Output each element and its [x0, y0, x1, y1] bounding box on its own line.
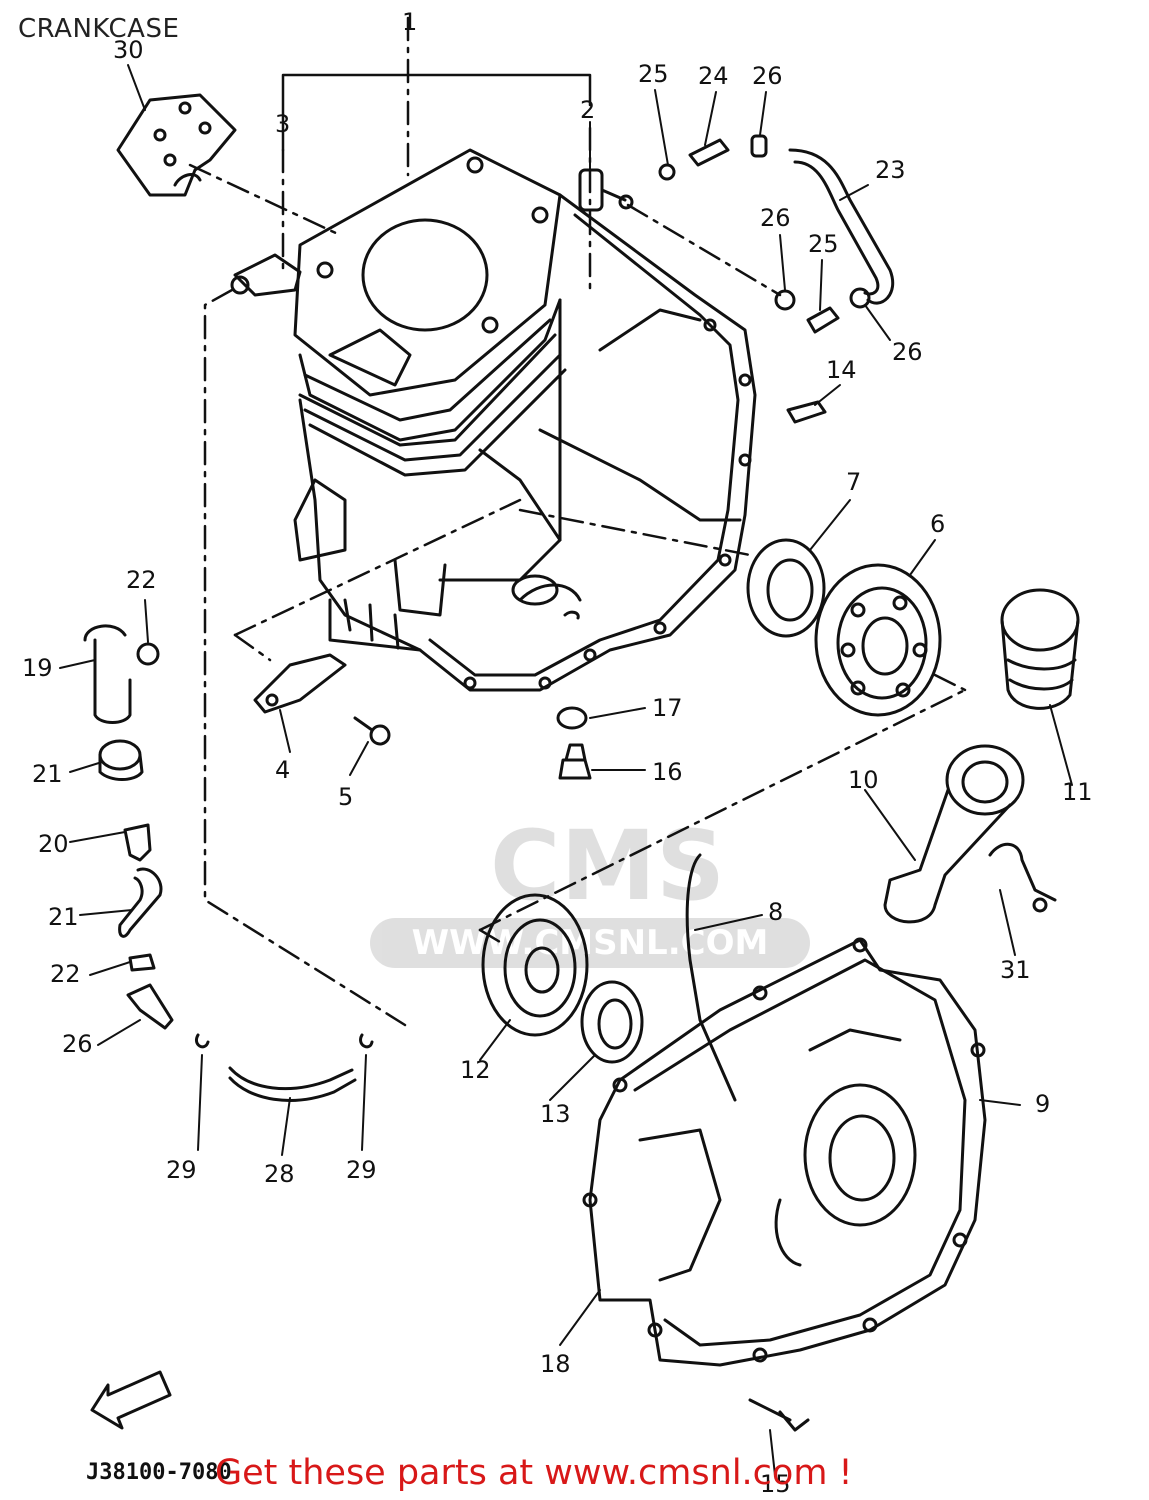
clip-29-right — [359, 1033, 374, 1049]
plate-4 — [253, 653, 347, 714]
dowel-pin-14 — [786, 400, 827, 424]
callout-24: 23 — [875, 156, 906, 184]
fitting-20 — [123, 823, 152, 862]
callout-18: 18 — [540, 1350, 571, 1378]
oil-seal-7 — [746, 538, 826, 638]
callout-25-b: 25 — [808, 230, 839, 258]
callout-26-a: 25 — [638, 60, 669, 88]
hose-28 — [228, 1066, 354, 1091]
fitting-27 — [126, 983, 174, 1030]
callout-30: 30 — [113, 36, 144, 64]
callout-3: 3 — [275, 110, 290, 138]
reference-lines — [188, 16, 967, 1027]
callout-26-b: 26 — [752, 62, 783, 90]
bearing-12 — [481, 893, 589, 1037]
nipple-2 — [578, 168, 634, 212]
hose-25-upper — [688, 138, 730, 167]
callout-1: 1 — [402, 8, 417, 36]
washer-17 — [556, 706, 588, 730]
dipstick-8 — [685, 853, 737, 1102]
callout-29-a: 29 — [166, 1156, 197, 1184]
promo-link-text[interactable]: Get these parts at www.cmsnl.com ! — [215, 1453, 853, 1493]
clip-22-lower — [128, 953, 156, 972]
crankcase-body — [293, 148, 757, 692]
callout-15: 15 — [760, 1470, 791, 1498]
crankcase-cover-9 — [582, 937, 987, 1367]
callout-31: 31 — [1000, 956, 1031, 984]
forward-arrow-icon — [90, 1370, 172, 1430]
callout-2: 2 — [580, 96, 595, 124]
callout-4: 4 — [275, 756, 290, 784]
document-code: J38100-7080 — [86, 1460, 232, 1485]
bolt-5 — [353, 716, 391, 746]
clip-31 — [988, 842, 1057, 913]
callout-6: 6 — [930, 510, 945, 538]
drain-plug-16 — [558, 743, 592, 780]
callout-labels: 30 1 3 2 25 24 26 23 26 25 26 14 7 6 11 … — [22, 8, 1093, 1498]
fitting-3 — [230, 253, 302, 297]
callout-12: 12 — [460, 1056, 491, 1084]
clip-22-upper — [136, 642, 160, 666]
callout-14: 14 — [826, 356, 857, 384]
callout-5: 5 — [338, 783, 353, 811]
callout-16: 16 — [652, 758, 683, 786]
callout-22-b: 22 — [50, 960, 81, 988]
breather-pipe-24 — [788, 148, 895, 305]
callout-29-b: 29 — [346, 1156, 377, 1184]
callout-25-a: 24 — [698, 62, 729, 90]
callout-26-d: 26 — [892, 338, 923, 366]
page-title: CRANKCASE — [18, 14, 180, 44]
hose-19 — [83, 624, 132, 724]
callout-8: 8 — [768, 898, 783, 926]
callout-21: 21 — [48, 903, 79, 931]
bolt-15 — [748, 1398, 810, 1432]
callout-28: 28 — [264, 1160, 295, 1188]
clip-29-left — [195, 1033, 210, 1049]
leader-lines — [59, 64, 1073, 1476]
clamp-23 — [98, 739, 144, 781]
callout-13: 13 — [540, 1100, 571, 1128]
hose-25-lower — [806, 306, 840, 334]
callout-23: 21 — [32, 760, 63, 788]
oil-seal-13 — [580, 980, 644, 1064]
callout-20: 20 — [38, 830, 69, 858]
callout-7: 7 — [846, 468, 861, 496]
callout-17: 17 — [652, 694, 683, 722]
bearing-6 — [814, 563, 942, 717]
callout-26-c: 26 — [760, 204, 791, 232]
callout-9: 9 — [1035, 1090, 1050, 1118]
callout-11: 11 — [1062, 778, 1093, 806]
callout-10: 10 — [848, 766, 879, 794]
hose-21 — [118, 867, 163, 938]
callout-19: 19 — [22, 654, 53, 682]
filler-neck-10 — [883, 744, 1025, 924]
cap-11 — [1000, 588, 1080, 710]
callout-27: 26 — [62, 1030, 93, 1058]
cover-plate-30 — [116, 93, 237, 197]
callout-22-a: 22 — [126, 566, 157, 594]
